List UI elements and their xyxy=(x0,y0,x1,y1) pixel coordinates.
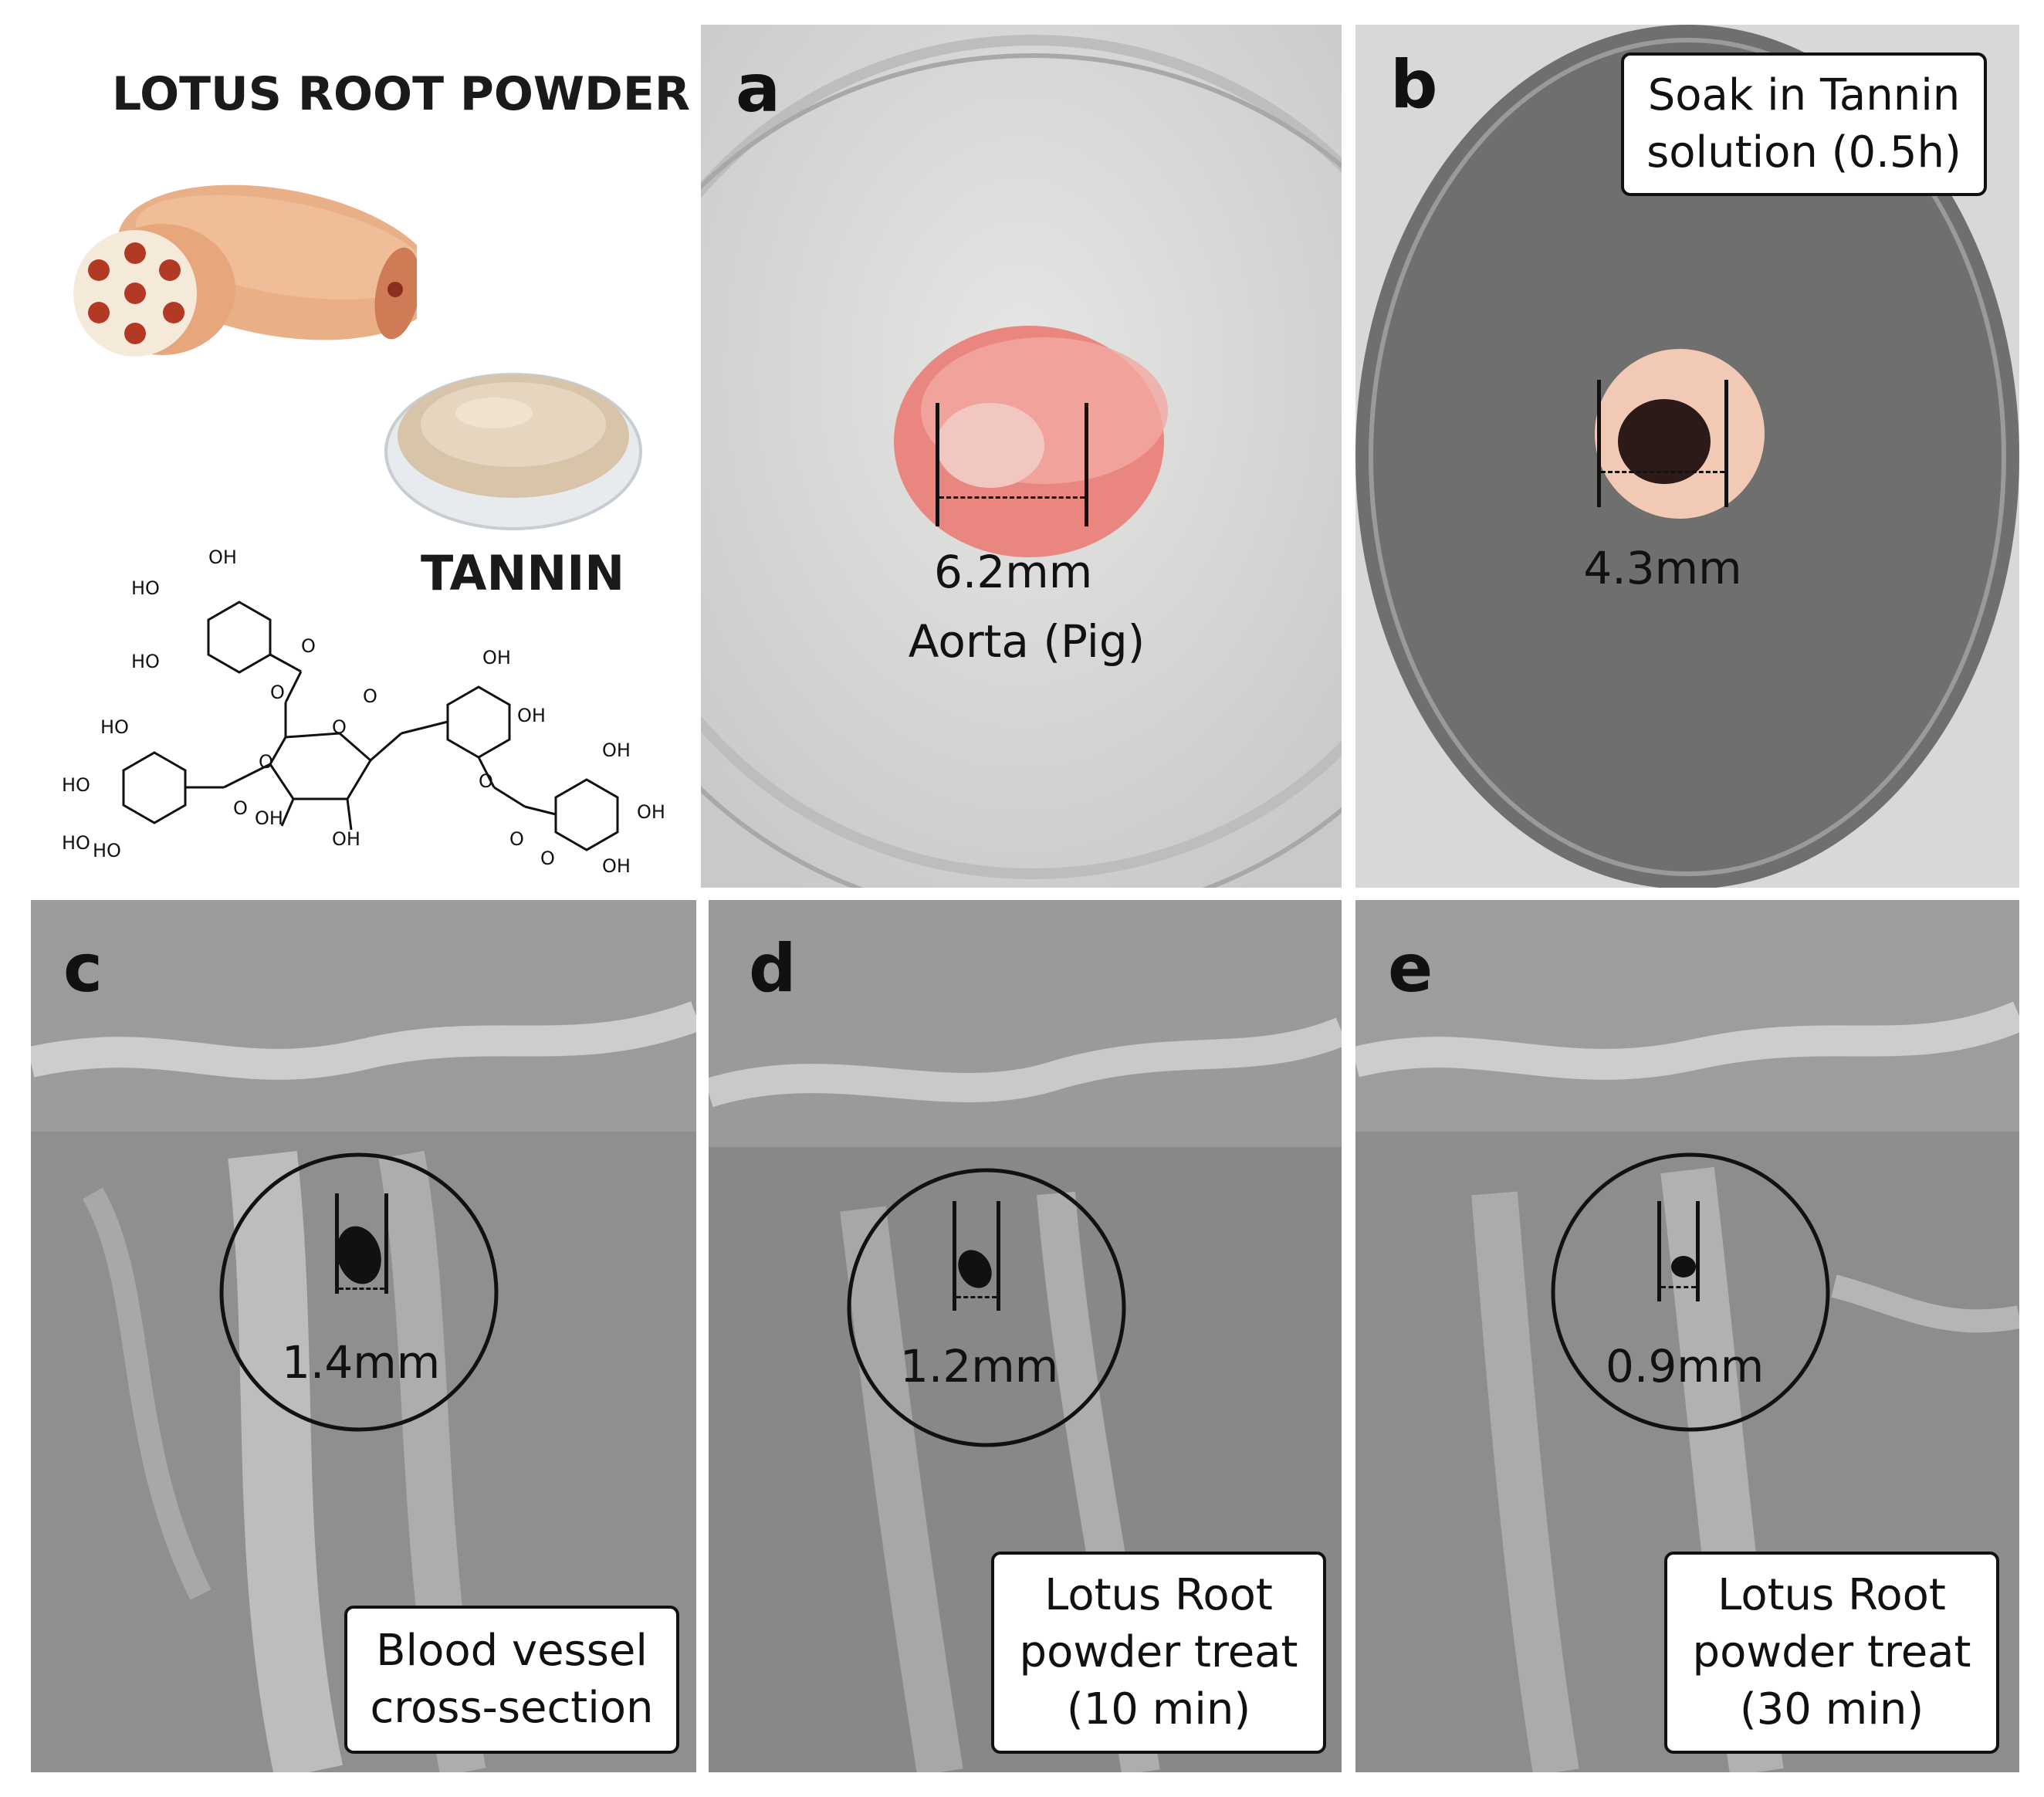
lotus-root-powder-title: LOTUS ROOT POWDER xyxy=(112,67,691,121)
oh-label: OH xyxy=(208,547,237,568)
diameter-label-e: 0.9mm xyxy=(1606,1340,1765,1393)
measure-line-left xyxy=(1597,380,1601,507)
panel-c-vessel-photo: c 1.4mm Blood vessel cross-section xyxy=(31,900,696,1772)
condition-box-d: Lotus Root powder treat (10 min) xyxy=(991,1552,1326,1754)
condition-line: Lotus Root xyxy=(1717,1570,1946,1620)
oh-label: HO xyxy=(93,840,121,861)
oh-label: OH xyxy=(517,705,546,726)
tannin-molecular-structure: OH HO HO O O HO HO O O O OH OH O HO HO O… xyxy=(62,547,665,877)
condition-line: (10 min) xyxy=(1066,1684,1251,1734)
panel-b-tannin-soak-photo: b Soak in Tannin solution (0.5h) 4.3mm xyxy=(1355,25,2019,888)
oh-label: O xyxy=(301,635,316,657)
panel-a-aorta-photo: a 6.2mm Aorta (Pig) xyxy=(701,25,1342,888)
measure-line-left xyxy=(953,1201,956,1311)
oh-label: OH xyxy=(482,647,511,668)
condition-line: Blood vessel xyxy=(376,1626,648,1676)
panel-label-a: a xyxy=(736,50,781,127)
oh-label: O xyxy=(509,828,524,850)
oh-label: O xyxy=(479,770,493,792)
measure-dash xyxy=(1601,471,1724,473)
condition-line: solution (0.5h) xyxy=(1646,127,1961,178)
condition-box-e: Lotus Root powder treat (30 min) xyxy=(1664,1552,1999,1754)
panel-d-vessel-10min-photo: d 1.2mm Lotus Root powder treat (10 min) xyxy=(709,900,1342,1772)
oh-label: HO xyxy=(62,832,90,854)
diameter-label-b: 4.3mm xyxy=(1583,542,1742,594)
measure-line-right xyxy=(1696,1201,1700,1301)
measure-dash xyxy=(339,1288,384,1290)
oh-label: O xyxy=(270,682,285,703)
measure-line-left xyxy=(335,1193,339,1294)
condition-line: powder treat xyxy=(1692,1627,1971,1677)
measure-line-right xyxy=(1085,403,1088,526)
measure-dash xyxy=(956,1296,997,1298)
condition-line: (30 min) xyxy=(1739,1684,1924,1734)
condition-box-c: Blood vessel cross-section xyxy=(344,1606,679,1754)
oh-label: HO xyxy=(131,577,160,599)
measure-dash xyxy=(939,496,1085,499)
condition-box-b: Soak in Tannin solution (0.5h) xyxy=(1621,52,1987,196)
panel-label-e: e xyxy=(1388,930,1433,1007)
measure-dash xyxy=(1661,1286,1696,1288)
oh-label: O xyxy=(332,716,347,738)
specimen-caption-a: Aorta (Pig) xyxy=(908,615,1146,668)
panel-label-c: c xyxy=(63,930,103,1007)
tannin-powder-dish xyxy=(384,373,642,530)
measure-line-left xyxy=(1657,1201,1661,1301)
petri-dish-background xyxy=(701,25,1342,888)
lotus-tannin-panel: LOTUS ROOT POWDER TANNIN xyxy=(0,0,695,888)
oh-label: OH xyxy=(255,807,283,829)
panel-e-vessel-30min-photo: e 0.9mm Lotus Root powder treat (30 min) xyxy=(1355,900,2019,1772)
condition-line: powder treat xyxy=(1019,1627,1298,1677)
oh-label: O xyxy=(540,848,555,869)
diameter-label-c: 1.4mm xyxy=(282,1336,441,1389)
measure-line-left xyxy=(936,403,939,526)
diameter-label-d: 1.2mm xyxy=(900,1340,1059,1393)
oh-label: O xyxy=(233,797,248,819)
condition-line: cross-section xyxy=(370,1683,654,1733)
oh-label: OH xyxy=(602,739,631,761)
condition-line: Lotus Root xyxy=(1044,1570,1273,1620)
oh-label: OH xyxy=(602,855,631,877)
diameter-label-a: 6.2mm xyxy=(934,546,1093,598)
measure-line-right xyxy=(997,1201,1000,1311)
lotus-root-illustration xyxy=(73,184,417,357)
measure-line-right xyxy=(384,1193,388,1294)
tannin-title: TANNIN xyxy=(421,545,625,601)
panel-label-d: d xyxy=(749,930,797,1007)
oh-label: O xyxy=(259,751,273,773)
oh-label: O xyxy=(363,685,377,707)
oh-label: HO xyxy=(131,651,160,672)
panel-label-b: b xyxy=(1390,46,1438,124)
condition-line: Soak in Tannin xyxy=(1647,70,1961,120)
measure-line-right xyxy=(1724,380,1728,507)
oh-label: HO xyxy=(100,716,129,738)
oh-label: OH xyxy=(332,828,360,850)
oh-label: HO xyxy=(62,774,90,796)
oh-label: OH xyxy=(637,801,665,823)
